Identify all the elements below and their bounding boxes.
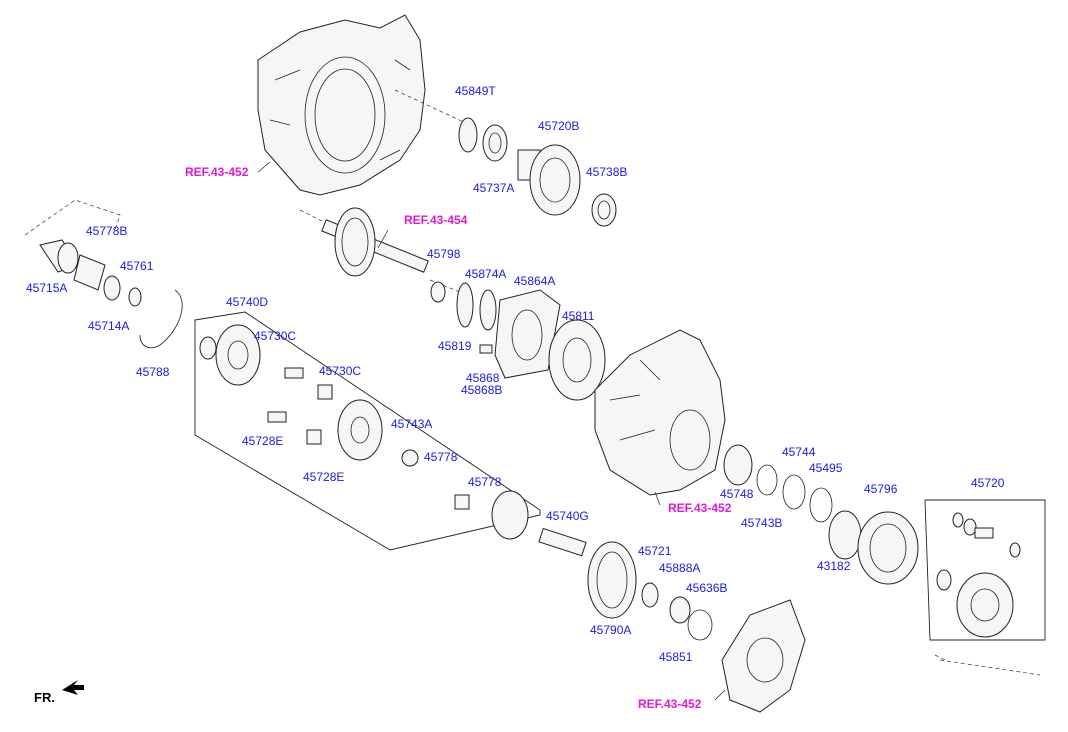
part-label-45790A[interactable]: 45790A: [590, 623, 632, 637]
part-label-43182[interactable]: 43182: [817, 559, 851, 573]
part-label-45728E-2[interactable]: 45728E: [303, 470, 345, 484]
part-label-45715A[interactable]: 45715A: [26, 281, 68, 295]
part-label-45864A[interactable]: 45864A: [514, 274, 556, 288]
ring-gear-assembly: [538, 527, 713, 641]
part-label-45744[interactable]: 45744: [782, 445, 816, 459]
part-label-45868B[interactable]: 45868B: [461, 383, 503, 397]
part-label-45868[interactable]: 45868: [466, 371, 500, 385]
part-label-45743A[interactable]: 45743A: [391, 417, 433, 431]
part-label-45888A[interactable]: 45888A: [659, 561, 701, 575]
part-label-45778-1[interactable]: 45778: [424, 450, 458, 464]
middle-components: [430, 281, 606, 401]
part-label-45819[interactable]: 45819: [438, 339, 472, 353]
ref-link-4[interactable]: REF.43-452: [638, 697, 702, 711]
front-arrow-icon: [62, 680, 84, 695]
left-subassembly: [24, 199, 183, 349]
part-label-45740G[interactable]: 45740G: [546, 509, 589, 523]
part-label-45874A[interactable]: 45874A: [465, 267, 507, 281]
clutch-rings: [723, 444, 919, 585]
differential-box: [924, 499, 1046, 676]
ref-link-3[interactable]: REF.43-452: [668, 501, 732, 515]
output-shaft: [299, 207, 461, 293]
part-label-45743B[interactable]: 45743B: [741, 516, 783, 530]
part-label-45811[interactable]: 45811: [562, 309, 595, 323]
part-label-45738B[interactable]: 45738B: [586, 165, 628, 179]
part-label-45798[interactable]: 45798: [427, 247, 461, 261]
part-label-45796[interactable]: 45796: [864, 482, 898, 496]
part-label-45721[interactable]: 45721: [638, 544, 672, 558]
pinion-shaft-assembly: [458, 117, 617, 227]
part-label-45737A[interactable]: 45737A: [473, 181, 515, 195]
part-label-45720[interactable]: 45720: [971, 476, 1005, 490]
front-indicator-label: FR.: [34, 690, 55, 705]
part-label-45495[interactable]: 45495: [809, 461, 843, 475]
transmission-case-upper: [257, 14, 471, 196]
transmission-case-lower: [594, 329, 726, 496]
planetary-carrier-box: [194, 311, 541, 551]
ref-link-2[interactable]: REF.43-454: [404, 213, 468, 227]
part-label-45730C-1[interactable]: 45730C: [254, 329, 297, 343]
part-label-45748[interactable]: 45748: [720, 487, 754, 501]
part-label-45740D[interactable]: 45740D: [226, 295, 269, 309]
part-label-45761[interactable]: 45761: [120, 259, 154, 273]
part-label-45714A[interactable]: 45714A: [88, 319, 130, 333]
part-label-45778-2[interactable]: 45778: [468, 475, 502, 489]
leader-lines: [257, 161, 726, 701]
part-label-45851[interactable]: 45851: [659, 650, 693, 664]
part-label-45778B[interactable]: 45778B: [86, 224, 128, 238]
part-label-45849T[interactable]: 45849T: [455, 84, 496, 98]
part-label-45720B[interactable]: 45720B: [538, 119, 580, 133]
case-cover: [721, 599, 806, 713]
part-label-45730C-2[interactable]: 45730C: [319, 364, 362, 378]
part-label-45788[interactable]: 45788: [136, 365, 170, 379]
part-label-45636B[interactable]: 45636B: [686, 581, 728, 595]
ref-link-1[interactable]: REF.43-452: [185, 165, 249, 179]
part-label-45728E-1[interactable]: 45728E: [242, 434, 284, 448]
